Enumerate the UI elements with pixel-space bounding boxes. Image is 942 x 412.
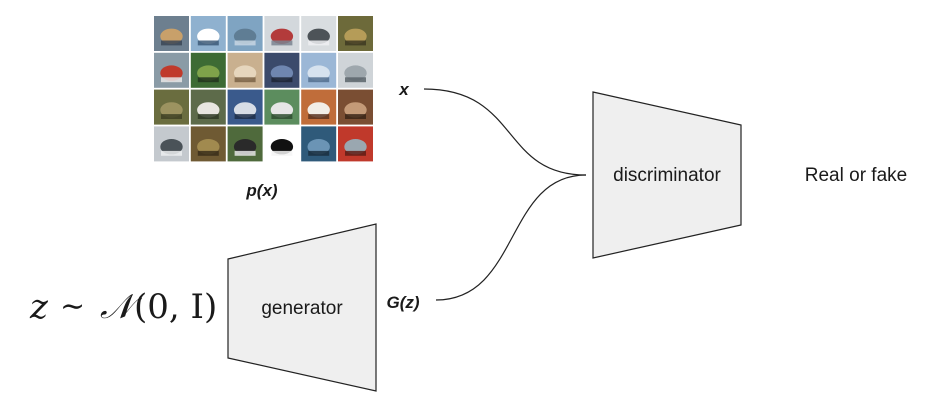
data-sample-label: x	[398, 80, 410, 99]
sample-image-truck	[227, 89, 263, 125]
data-distribution-label: p(x)	[245, 181, 278, 200]
output-label: Real or fake	[805, 165, 907, 186]
discriminator-label: discriminator	[613, 165, 721, 186]
sample-image-truck	[338, 126, 373, 162]
sample-image-truck	[338, 52, 373, 88]
sample-image-cat	[227, 52, 263, 88]
sample-image-horse	[190, 89, 226, 125]
generator-label: generator	[261, 298, 343, 319]
generated-sample-label: G(z)	[386, 293, 419, 312]
distributed-as-symbol: ∼	[60, 289, 85, 324]
data-to-discriminator-connector	[423, 88, 587, 176]
sample-image-truck	[264, 52, 300, 88]
sample-image-airplane	[264, 89, 300, 125]
sample-image-airplane	[301, 52, 337, 88]
discriminator-block	[592, 91, 742, 259]
sample-image-automobile	[154, 52, 189, 88]
sample-image-grid	[154, 16, 373, 162]
sample-image-frog	[338, 16, 373, 51]
sample-image-truck	[264, 16, 300, 51]
noise-variable: z	[29, 287, 49, 327]
sample-image-airplane	[264, 126, 300, 162]
sample-image-horse	[227, 126, 263, 162]
sample-image-horse	[338, 89, 373, 125]
generator-block	[227, 223, 377, 392]
sample-image-cat	[154, 16, 189, 51]
noise-prior-expression: z ∼ 𝒩 (0, I)	[29, 287, 217, 327]
sample-image-frog	[190, 52, 226, 88]
sample-image-ship	[154, 126, 189, 162]
sample-image-ship	[227, 16, 263, 51]
sample-image-dog	[301, 89, 337, 125]
sample-image-airplane	[301, 16, 337, 51]
distribution-arguments: (0, I)	[134, 287, 217, 327]
generated-to-discriminator-connector	[435, 174, 587, 301]
sample-image-deer	[154, 89, 189, 125]
sample-image-bird	[301, 126, 337, 162]
sample-image-ship	[190, 16, 226, 51]
sample-image-frog	[190, 126, 226, 162]
